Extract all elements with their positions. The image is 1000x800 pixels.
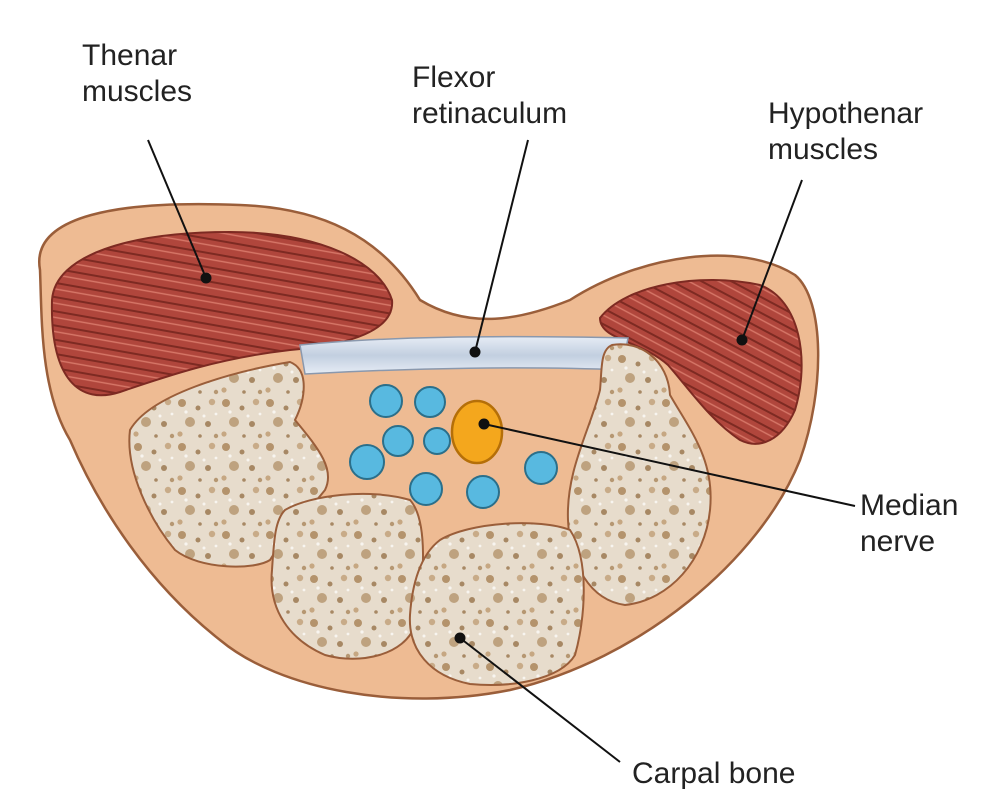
leader-dot-flexor xyxy=(469,346,481,358)
flexor-tendons xyxy=(349,384,558,509)
leader-line-thenar xyxy=(147,139,207,279)
flexor-retinaculum xyxy=(299,335,629,375)
label-flexor-retinaculum: Flexor retinaculum xyxy=(412,60,567,132)
flexor-tendon xyxy=(382,425,414,457)
flexor-tendon xyxy=(369,384,403,418)
flexor-tendon xyxy=(409,472,443,506)
thenar-muscles xyxy=(50,230,394,397)
label-thenar-muscles: Thenar muscles xyxy=(82,38,192,110)
label-thenar-line-1: Thenar xyxy=(82,39,178,72)
median-nerve xyxy=(450,399,504,465)
label-median-line-1: Median xyxy=(860,489,959,522)
flexor-tendon xyxy=(423,427,451,455)
label-flexor-line-1: Flexor xyxy=(412,61,496,94)
label-carpal-line-1: Carpal bone xyxy=(632,757,796,790)
label-hypothenar-line-2: muscles xyxy=(768,133,879,166)
label-hypothenar-muscles: Hypothenar muscles xyxy=(768,96,923,168)
flexor-tendon xyxy=(524,451,558,485)
hypothenar-muscles xyxy=(598,279,803,445)
label-carpal-bone: Carpal bone xyxy=(632,756,795,792)
carpal-bone xyxy=(270,492,424,660)
carpal-bone xyxy=(566,343,712,607)
leader-dot-thenar xyxy=(200,272,212,284)
flexor-tendon xyxy=(466,475,500,509)
carpal-bone xyxy=(408,522,585,686)
leader-dot-carpal xyxy=(454,632,466,644)
leader-line-median xyxy=(483,423,856,507)
flexor-tendon xyxy=(414,386,446,418)
leader-line-flexor xyxy=(474,139,529,353)
carpal-bone xyxy=(128,360,330,568)
label-median-nerve: Median nerve xyxy=(860,488,958,560)
leader-line-hypothenar xyxy=(741,179,803,341)
label-flexor-line-2: retinaculum xyxy=(412,97,568,130)
label-hypothenar-line-1: Hypothenar xyxy=(768,97,924,130)
leader-line-carpal xyxy=(459,637,621,763)
label-median-line-2: nerve xyxy=(860,525,936,558)
leader-dot-hypothenar xyxy=(736,334,748,346)
flexor-tendon xyxy=(349,444,385,480)
label-thenar-line-2: muscles xyxy=(82,75,193,108)
leader-dot-median xyxy=(478,418,490,430)
